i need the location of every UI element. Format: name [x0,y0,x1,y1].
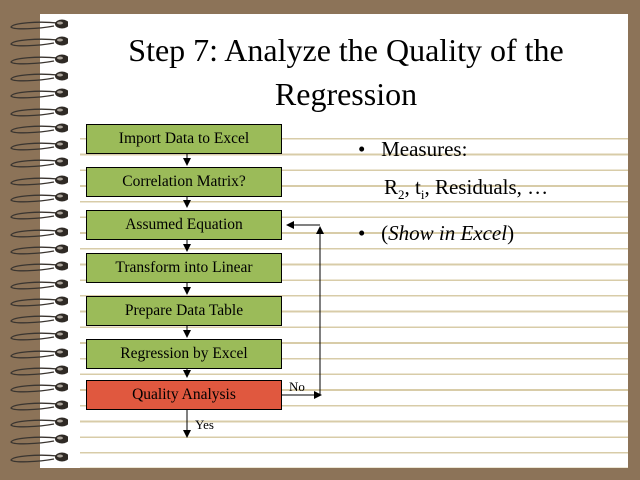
spiral-ring-icon [10,157,68,168]
spiral-ring-icon [10,400,68,411]
r-subscript: 2 [398,187,405,203]
spiral-ring-icon [10,313,68,324]
paren: ) [507,221,515,246]
t-text: , t [404,175,421,199]
spiral-ring-icon [10,348,68,359]
spiral-ring-icon [10,140,68,151]
t-subscript: i [420,187,425,203]
spiral-ring-icon [10,209,68,220]
bullet-show-excel: • (Show in Excel) [358,221,515,246]
bullet-measures: • Measures: [358,137,468,161]
spiral-ring-icon [10,36,68,47]
residuals-text: , Residuals, … [424,175,549,199]
step-correlation-matrix: Correlation Matrix? [86,167,282,197]
spiral-ring-icon [10,88,68,99]
spiral-ring-icon [10,279,68,289]
spiral-ring-icon [10,227,68,238]
spiral-ring-icon [10,261,68,272]
spiral-ring-icon [10,54,68,65]
bullet-text: Measures: [381,137,468,161]
spiral-ring-icon [10,382,68,393]
spiral-ring-icon [10,296,68,307]
spiral-ring-icon [10,452,68,462]
spiral-ring-icon [10,71,68,82]
measures-detail: R2, ti, Residuals, … [358,168,548,214]
spiral-ring-icon [10,434,68,445]
spiral-ring-icon [10,192,68,203]
spiral-ring-icon [10,365,68,376]
no-label: No [289,379,305,394]
spiral-ring-icon [10,19,68,30]
spiral-ring-icon [10,417,68,428]
spiral-ring-icon [10,330,68,341]
slide-title: Step 7: Analyze the Quality of the Regre… [128,32,564,112]
show-in-excel-text: Show in Excel [388,221,508,246]
step-transform-linear: Transform into Linear [86,253,282,283]
spiral-ring-icon [10,123,68,134]
paren: ( [381,221,389,246]
spiral-ring-icon [10,175,68,186]
yes-label: Yes [195,417,214,432]
step-regression-excel: Regression by Excel [86,339,282,369]
r-text: R [384,175,399,199]
step-assumed-equation: Assumed Equation [86,210,282,240]
bullet-list: • Measures: R2, ti, Residuals, … • (Show… [358,130,548,252]
spiral-ring-icon [10,244,68,255]
spiral-ring-icon [10,106,68,116]
step-import-data: Import Data to Excel [86,124,282,154]
step-quality-analysis: Quality Analysis [86,380,282,410]
step-prepare-data-table: Prepare Data Table [86,296,282,326]
